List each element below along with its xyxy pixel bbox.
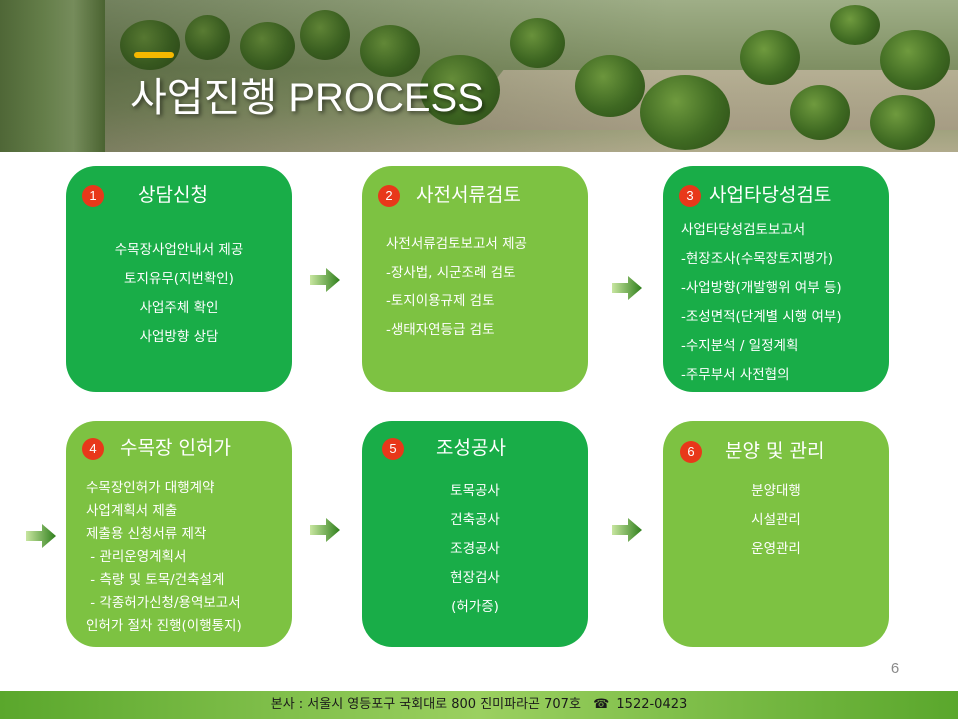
- list-item: 분양대행: [751, 483, 801, 499]
- list-item: (허가증): [451, 599, 499, 615]
- footer-phone: 1522-0423: [616, 697, 688, 712]
- list-item: -조성면적(단계별 시행 여부): [681, 309, 842, 325]
- step-number-badge: 3: [679, 185, 701, 207]
- step-item-list: 토목공사 건축공사 조경공사 현장검사 (허가증): [362, 477, 588, 622]
- banner-tree-image: [120, 20, 180, 70]
- list-item: 현장검사: [450, 570, 500, 586]
- banner-tree-image: [510, 18, 565, 68]
- list-item: 조경공사: [450, 541, 500, 557]
- arrow-right-icon: [310, 518, 340, 542]
- list-item: -장사법, 시군조례 검토: [386, 264, 516, 281]
- step-item-list: 수목장사업안내서 제공 토지유무(지번확인) 사업주체 확인 사업방향 상담: [66, 236, 292, 352]
- list-item: -수지분석 / 일정계획: [681, 338, 799, 354]
- step-item-list: 분양대행 시설관리 운영관리: [663, 477, 889, 564]
- step-title: 조성공사: [436, 437, 506, 459]
- list-item: - 각종허가신청/용역보고서: [86, 595, 241, 611]
- step-title: 분양 및 관리: [725, 440, 825, 462]
- list-item: -주무부서 사전협의: [681, 367, 790, 383]
- step-number-badge: 2: [378, 185, 400, 207]
- step-card-2: 2 사전서류검토 사전서류검토보고서 제공 -장사법, 시군조례 검토 -토지이…: [362, 166, 588, 392]
- list-item: 제출용 신청서류 제작: [86, 526, 207, 542]
- banner-path-image: [0, 0, 105, 152]
- banner-tree-image: [185, 15, 230, 60]
- banner-tree-image: [640, 75, 730, 150]
- list-item: -생태자연등급 검토: [386, 321, 495, 338]
- step-number-badge: 5: [382, 438, 404, 460]
- arrow-right-icon: [310, 268, 340, 292]
- banner-tree-image: [575, 55, 645, 117]
- list-item: 사업주체 확인: [139, 300, 219, 316]
- banner-tree-image: [790, 85, 850, 140]
- banner-tree-image: [880, 30, 950, 90]
- step-title: 사업타당성검토: [709, 184, 832, 206]
- banner-tree-image: [870, 95, 935, 150]
- list-item: 수목장사업안내서 제공: [114, 242, 244, 258]
- banner-tree-image: [420, 55, 500, 125]
- step-number-badge: 1: [82, 185, 104, 207]
- step-item-list: 사업타당성검토보고서 -현장조사(수목장토지평가) -사업방향(개발행위 여부 …: [681, 216, 842, 390]
- list-item: -현장조사(수목장토지평가): [681, 251, 834, 267]
- list-item: 건축공사: [450, 512, 500, 528]
- banner-tree-image: [360, 25, 420, 77]
- list-item: - 측량 및 토목/건축설계: [86, 572, 225, 588]
- step-card-6: 6 분양 및 관리 분양대행 시설관리 운영관리: [663, 421, 889, 647]
- page-title: 사업진행 PROCESS: [130, 76, 484, 120]
- step-number-badge: 4: [82, 438, 104, 460]
- step-title: 상담신청: [138, 184, 208, 206]
- step-card-3: 3 사업타당성검토 사업타당성검토보고서 -현장조사(수목장토지평가) -사업방…: [663, 166, 889, 392]
- list-item: 인허가 절차 진행(이행통지): [86, 618, 242, 634]
- list-item: 사업계획서 제출: [86, 503, 178, 519]
- footer-bar: 본사 : 서울시 영등포구 국회대로 800 진미파라곤 707호 ☎ 1522…: [0, 691, 958, 719]
- step-item-list: 사전서류검토보고서 제공 -장사법, 시군조례 검토 -토지이용규제 검토 -생…: [386, 230, 527, 344]
- banner-tree-image: [240, 22, 295, 70]
- banner-shade: [0, 0, 958, 152]
- step-title: 수목장 인허가: [120, 437, 231, 459]
- footer-address: 본사 : 서울시 영등포구 국회대로 800 진미파라곤 707호: [270, 697, 581, 712]
- banner-tree-image: [740, 30, 800, 85]
- footer-contact: 본사 : 서울시 영등포구 국회대로 800 진미파라곤 707호 ☎ 1522…: [0, 691, 958, 719]
- title-accent-bar: [134, 52, 174, 58]
- arrow-right-icon: [612, 276, 642, 300]
- list-item: - 관리운영계획서: [86, 549, 187, 565]
- list-item: 사업타당성검토보고서: [681, 222, 806, 238]
- step-title: 사전서류검토: [416, 184, 521, 206]
- banner-tree-image: [830, 5, 880, 45]
- list-item: 수목장인허가 대행계약: [86, 480, 215, 496]
- list-item: 토목공사: [450, 483, 500, 499]
- list-item: 사전서류검토보고서 제공: [386, 236, 527, 252]
- step-card-5: 5 조성공사 토목공사 건축공사 조경공사 현장검사 (허가증): [362, 421, 588, 647]
- list-item: 사업방향 상담: [139, 329, 219, 345]
- header-banner: 사업진행 PROCESS: [0, 0, 958, 152]
- arrow-right-icon: [26, 524, 56, 548]
- step-item-list: 수목장인허가 대행계약 사업계획서 제출 제출용 신청서류 제작 - 관리운영계…: [86, 477, 242, 638]
- list-item: -토지이용규제 검토: [386, 293, 495, 309]
- step-number-badge: 6: [680, 441, 702, 463]
- arrow-right-icon: [612, 518, 642, 542]
- step-card-4: 4 수목장 인허가 수목장인허가 대행계약 사업계획서 제출 제출용 신청서류 …: [66, 421, 292, 647]
- step-card-1: 1 상담신청 수목장사업안내서 제공 토지유무(지번확인) 사업주체 확인 사업…: [66, 166, 292, 392]
- page-number: 6: [890, 660, 900, 677]
- list-item: -사업방향(개발행위 여부 등): [681, 280, 842, 296]
- list-item: 운영관리: [751, 541, 801, 557]
- phone-icon: ☎: [593, 697, 610, 712]
- list-item: 토지유무(지번확인): [124, 271, 234, 287]
- list-item: 시설관리: [751, 512, 801, 528]
- banner-tree-image: [300, 10, 350, 60]
